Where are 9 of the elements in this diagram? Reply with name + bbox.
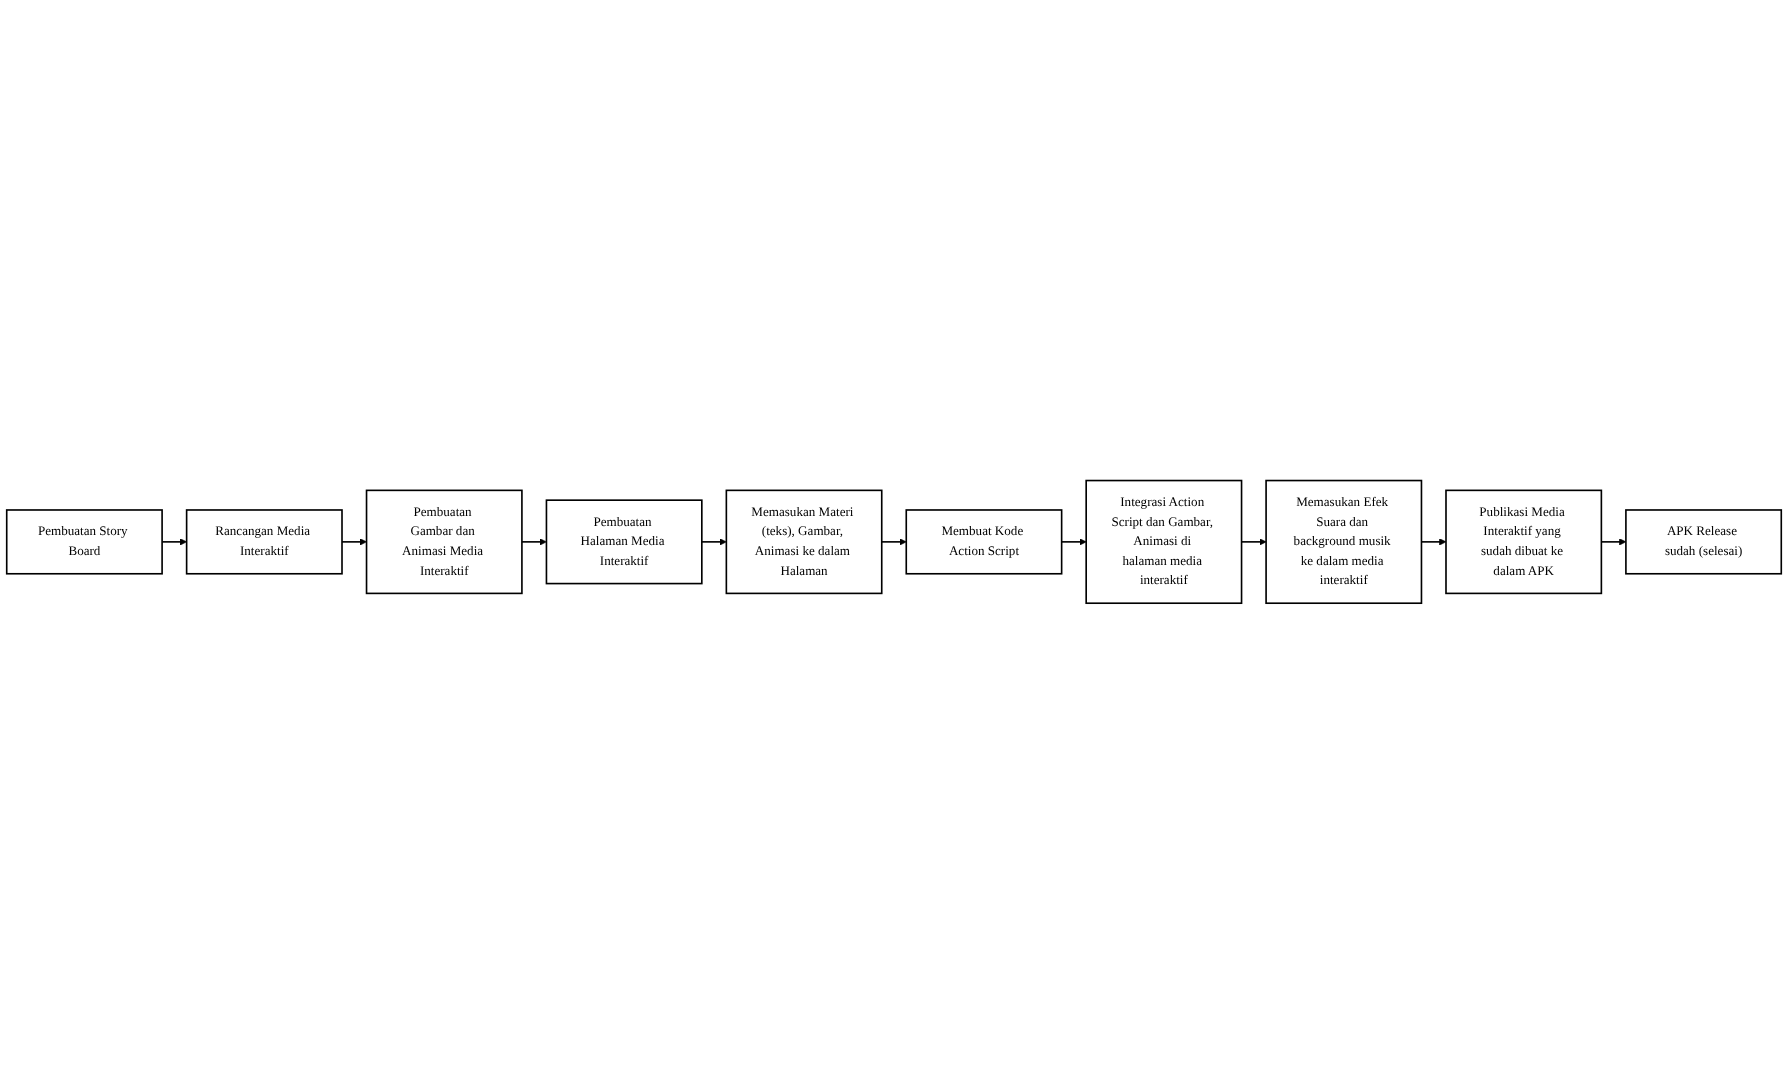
arrow — [1420, 538, 1447, 546]
arrow — [161, 538, 187, 546]
arrow — [1600, 538, 1627, 546]
arrow — [701, 538, 727, 546]
arrow — [521, 538, 547, 546]
arrow — [880, 538, 907, 546]
arrow — [1240, 538, 1267, 546]
arrow — [341, 538, 367, 546]
arrow — [1060, 538, 1087, 546]
